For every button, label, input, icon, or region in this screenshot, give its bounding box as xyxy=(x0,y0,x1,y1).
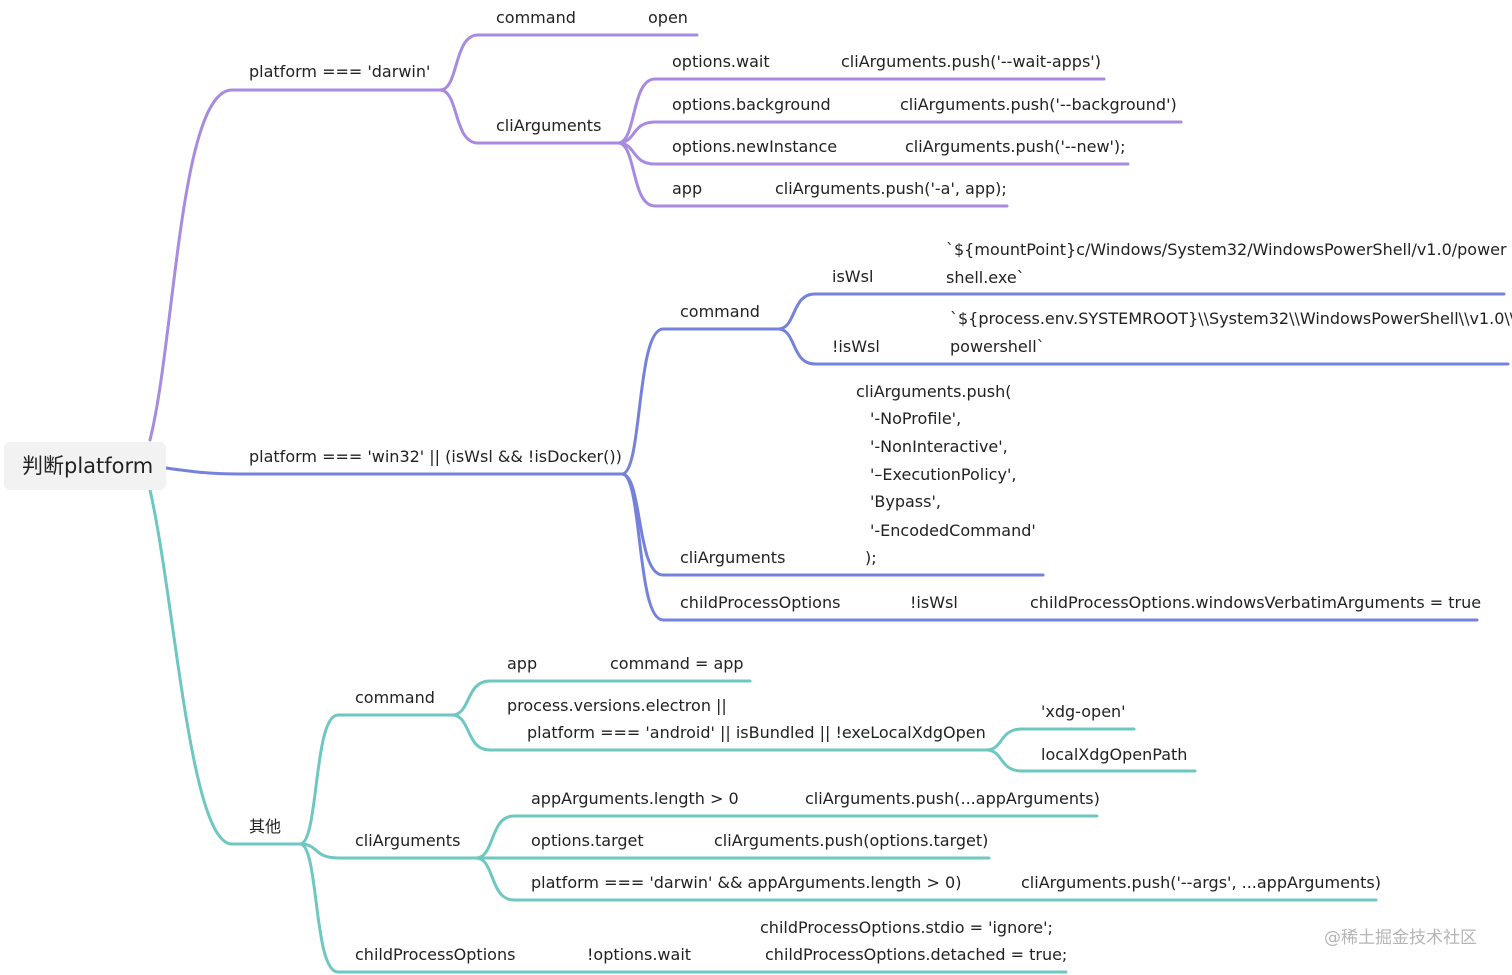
win32-childprocess-line xyxy=(620,472,1479,622)
other-childprocess-label[interactable]: childProcessOptions xyxy=(355,945,516,964)
other-cli-item-line xyxy=(474,814,1099,860)
win32-childprocess-label[interactable]: childProcessOptions xyxy=(680,593,841,612)
darwin-branch-line xyxy=(148,88,442,442)
other-xdg-open[interactable]: 'xdg-open' xyxy=(1041,702,1126,721)
root-node[interactable] xyxy=(4,442,166,490)
win32-notwsl-label[interactable]: !isWsl xyxy=(832,337,880,356)
win32-iswsl-line xyxy=(776,292,1506,331)
other-cli-cond[interactable]: options.target xyxy=(531,831,644,850)
other-cli-cond[interactable]: appArguments.length > 0 xyxy=(531,789,739,808)
other-xdg-line xyxy=(984,748,1197,773)
other-cli-item-line xyxy=(474,856,1378,902)
win32-notwsl-line xyxy=(776,327,1510,366)
darwin-cli-action[interactable]: cliArguments.push('--new'); xyxy=(905,137,1126,156)
win32-cli-code-line[interactable]: '-NoProfile', xyxy=(870,409,962,428)
other-electron-label-line[interactable]: platform === 'android' || isBundled || !… xyxy=(527,723,986,742)
other-electron-label-line[interactable]: process.versions.electron || xyxy=(507,696,727,715)
win32-iswsl-label[interactable]: isWsl xyxy=(832,267,874,286)
darwin-cli-cond[interactable]: app xyxy=(672,179,703,198)
other-app-label[interactable]: app xyxy=(507,654,538,673)
other-app-line xyxy=(450,679,752,717)
other-childprocess-cond[interactable]: !options.wait xyxy=(587,945,692,964)
win32-notwsl-value-line[interactable]: powershell` xyxy=(950,337,1045,356)
win32-cli-code-line[interactable]: '-NonInteractive', xyxy=(870,437,1008,456)
root-node-label: 判断platform xyxy=(22,454,154,478)
win32-notwsl-value-line[interactable]: `${process.env.SYSTEMROOT}\\System32\\Wi… xyxy=(950,309,1512,328)
darwin-cli-item-line xyxy=(616,77,1106,145)
watermark: @稀土掘金技术社区 xyxy=(1324,928,1477,948)
win32-cliarguments-label[interactable]: cliArguments xyxy=(680,548,786,567)
other-branch-line xyxy=(148,488,302,846)
darwin-cli-item-line xyxy=(616,141,1009,208)
win32-cli-code-line[interactable]: '-EncodedCommand' xyxy=(870,521,1036,540)
darwin-cli-line xyxy=(438,88,620,145)
darwin-cli-action[interactable]: cliArguments.push('--background') xyxy=(900,95,1177,114)
other-childprocess-value-line[interactable]: childProcessOptions.detached = true; xyxy=(765,945,1068,964)
other-cli-action[interactable]: cliArguments.push(...appArguments) xyxy=(805,789,1100,808)
darwin-cli-cond[interactable]: options.newInstance xyxy=(672,137,838,156)
darwin-command-value[interactable]: open xyxy=(648,8,688,27)
other-childprocess-value-line[interactable]: childProcessOptions.stdio = 'ignore'; xyxy=(760,918,1053,937)
win32-command-line xyxy=(620,327,780,476)
other-electron-line xyxy=(450,713,988,752)
darwin-cli-cond[interactable]: options.wait xyxy=(672,52,770,71)
other-childprocess-line xyxy=(298,842,1068,974)
other-cli-cond[interactable]: platform === 'darwin' && appArguments.le… xyxy=(531,873,962,892)
win32-cli-code-line[interactable]: cliArguments.push( xyxy=(856,382,1012,401)
win32-command-label[interactable]: command xyxy=(680,302,760,321)
win32-cli-code-line[interactable]: ); xyxy=(865,548,877,567)
other-local-xdg-open-path[interactable]: localXdgOpenPath xyxy=(1041,745,1188,764)
darwin-command-line xyxy=(438,33,699,92)
other-cli-action[interactable]: cliArguments.push(options.target) xyxy=(714,831,989,850)
win32-iswsl-value-line[interactable]: `${mountPoint}c/Windows/System32/Windows… xyxy=(946,240,1507,259)
darwin-cli-action[interactable]: cliArguments.push('--wait-apps') xyxy=(841,52,1101,71)
other-cli-action[interactable]: cliArguments.push('--args', ...appArgume… xyxy=(1021,873,1381,892)
win32-cli-code-line[interactable]: 'Bypass', xyxy=(870,492,941,511)
other-branch-label[interactable]: 其他 xyxy=(249,817,282,836)
other-cliarguments-label[interactable]: cliArguments xyxy=(355,831,461,850)
win32-cli-code-line[interactable]: '–ExecutionPolicy', xyxy=(870,465,1017,484)
other-app-value[interactable]: command = app xyxy=(610,654,744,673)
other-cli-line xyxy=(298,842,478,860)
other-command-label[interactable]: command xyxy=(355,688,435,707)
darwin-cliarguments-label[interactable]: cliArguments xyxy=(496,116,602,135)
win32-childprocess-cond[interactable]: !isWsl xyxy=(910,593,958,612)
win32-branch-line xyxy=(164,466,624,476)
win32-iswsl-value-line[interactable]: shell.exe` xyxy=(946,268,1025,287)
darwin-cli-cond[interactable]: options.background xyxy=(672,95,831,114)
other-command-line xyxy=(298,713,454,846)
win32-childprocess-value[interactable]: childProcessOptions.windowsVerbatimArgum… xyxy=(1030,593,1482,612)
darwin-command-label[interactable]: command xyxy=(496,8,576,27)
darwin-branch-label[interactable]: platform === 'darwin' xyxy=(249,62,431,81)
darwin-cli-action[interactable]: cliArguments.push('-a', app); xyxy=(775,179,1007,198)
win32-branch-label[interactable]: platform === 'win32' || (isWsl && !isDoc… xyxy=(249,447,622,466)
